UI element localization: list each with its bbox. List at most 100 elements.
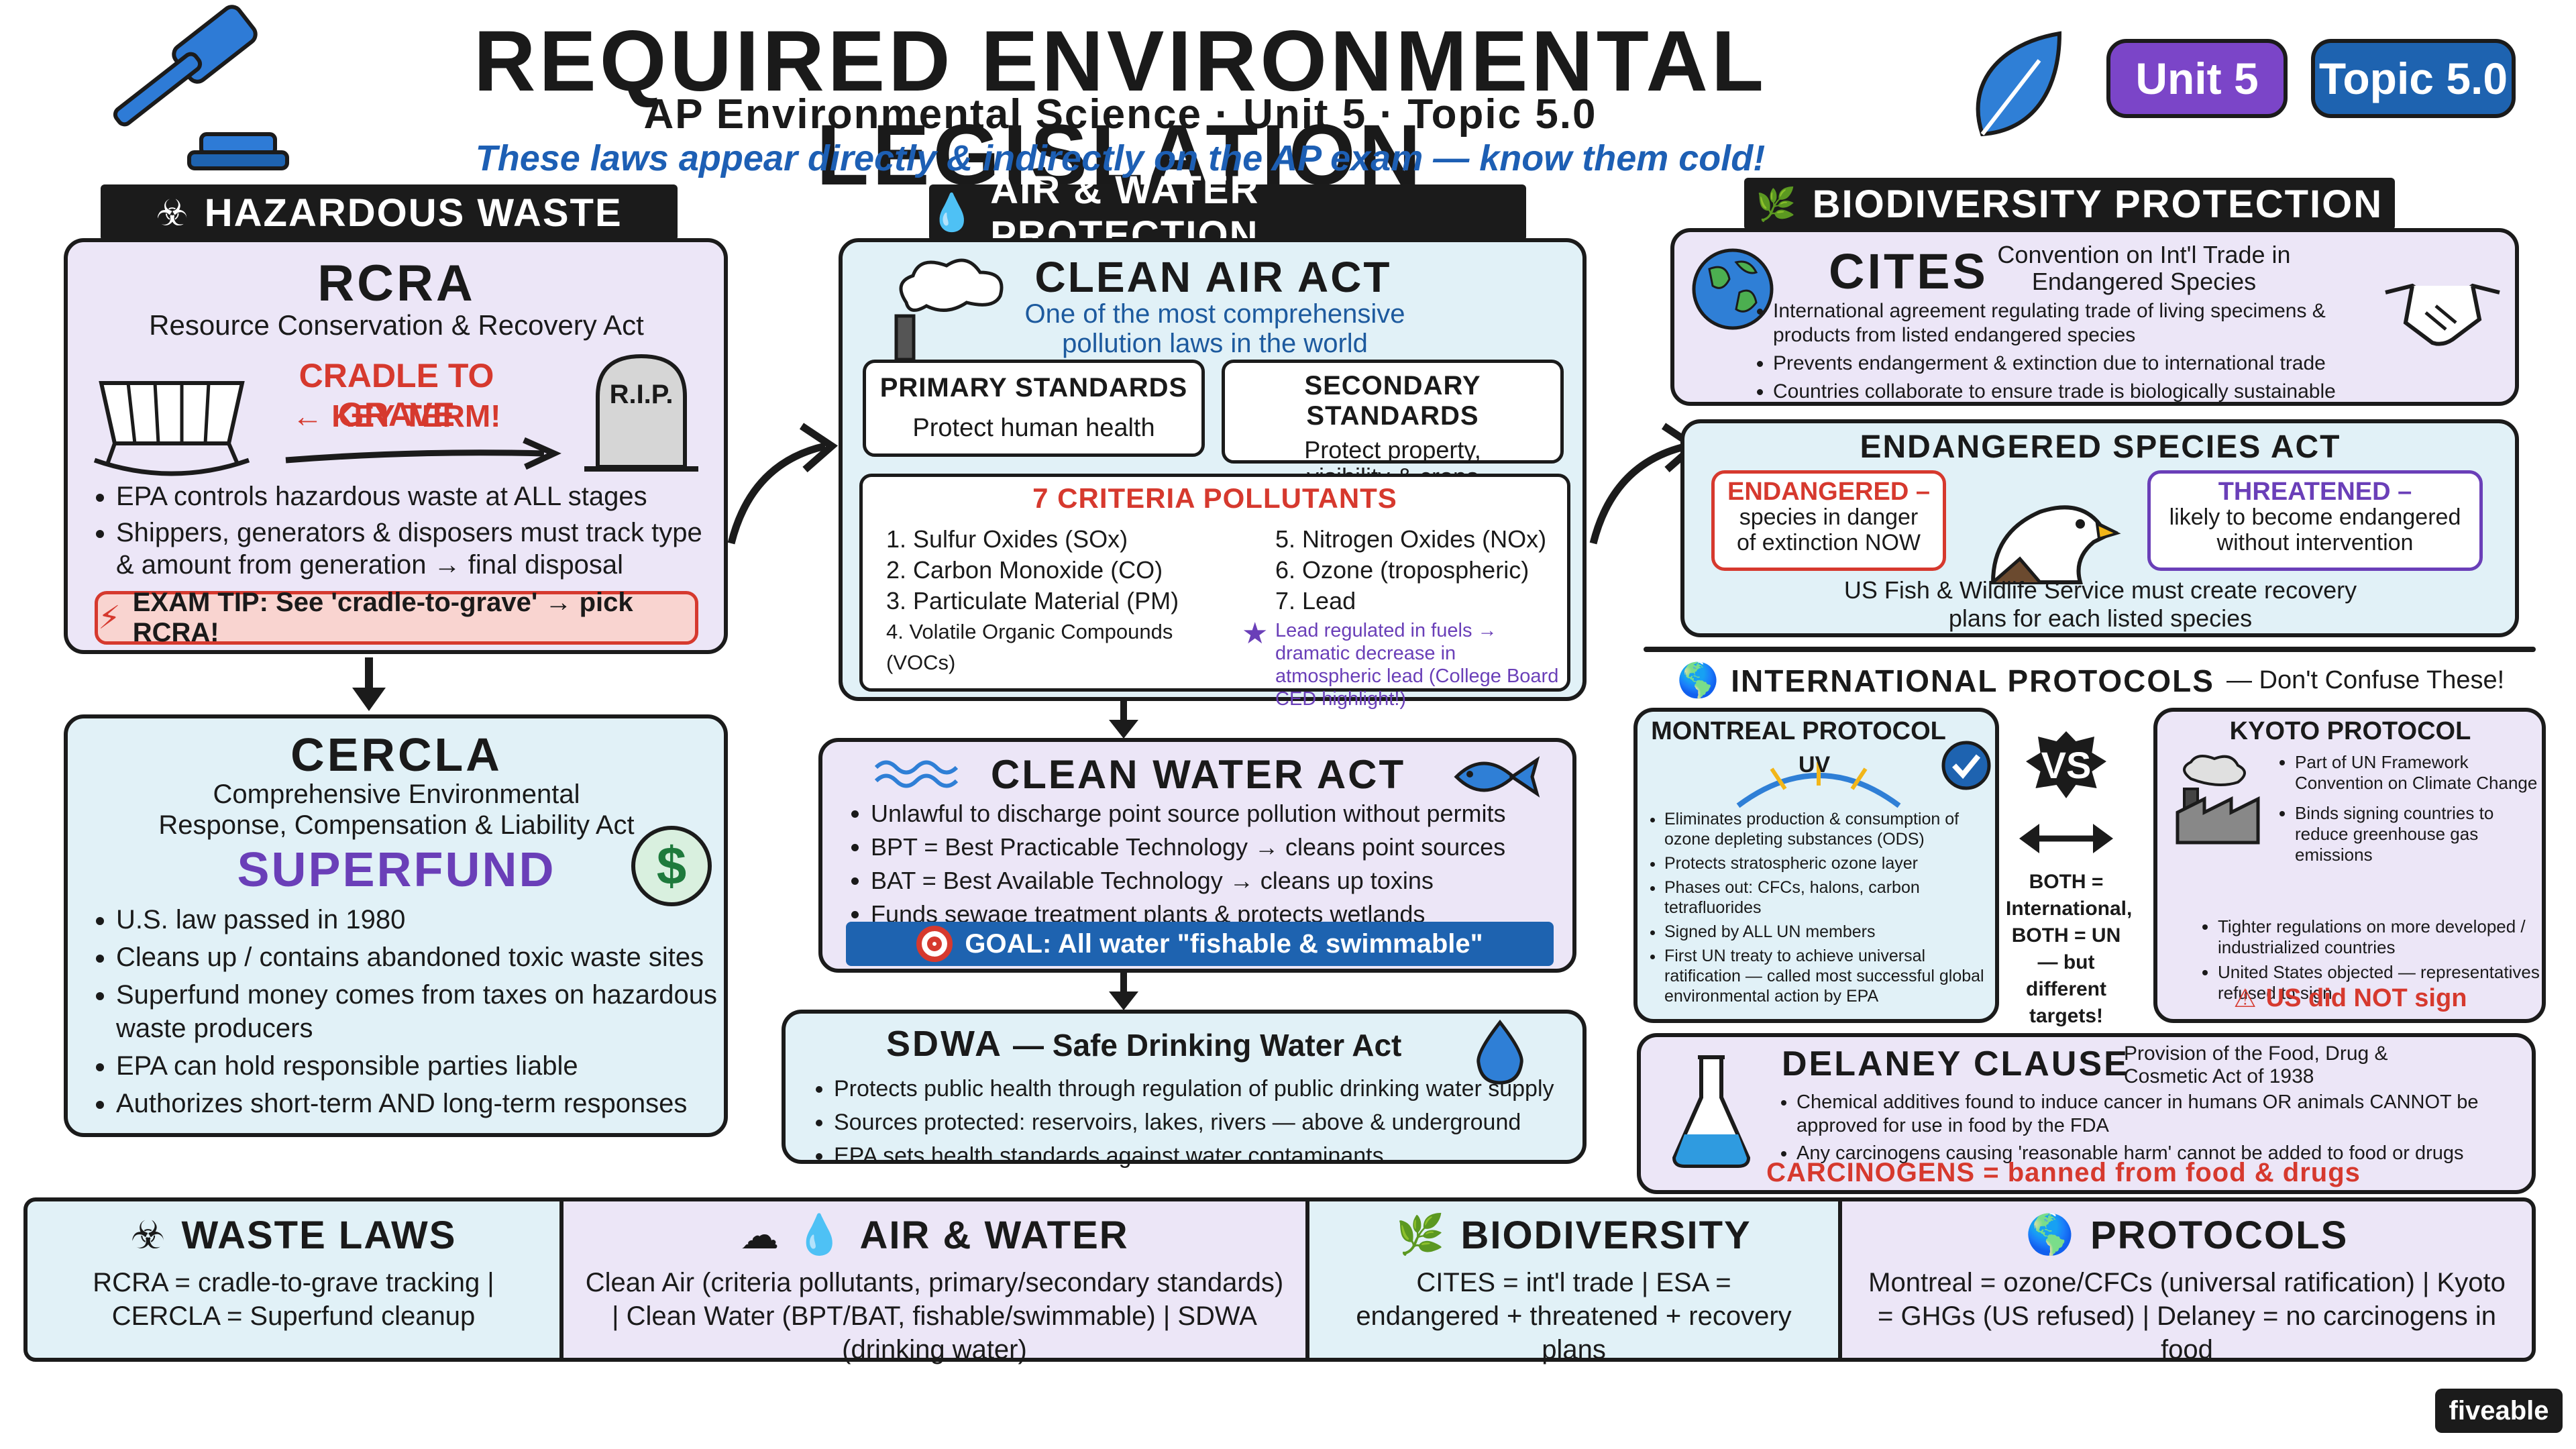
list-item: Signed by ALL UN members — [1664, 922, 1993, 942]
target-icon — [916, 926, 953, 962]
delaney-bullets: Chemical additives found to induce cance… — [1762, 1091, 2526, 1169]
list-item: BAT = Best Available Technology → cleans… — [871, 866, 1567, 896]
clean-air-act-desc: One of the most comprehensive pollution … — [1024, 299, 1405, 358]
list-item: U.S. law passed in 1980 — [116, 903, 718, 936]
down-arrow-icon — [1109, 973, 1138, 1010]
globe-icon: 🌎 — [1677, 661, 1719, 699]
list-item: Prevents endangerment & extinction due t… — [1773, 352, 2436, 376]
primary-standards-box: PRIMARY STANDARDS Protect human health — [863, 360, 1205, 457]
kyoto-bullets-lower: Tighter regulations on more developed / … — [2198, 916, 2540, 1008]
pollutants-left: 1. Sulfur Oxides (SOx) 2. Carbon Monoxid… — [886, 524, 1235, 678]
clean-water-act-card: CLEAN WATER ACT Unlawful to discharge po… — [818, 738, 1576, 973]
biodiversity-header: 🌿 BIODIVERSITY PROTECTION — [1744, 178, 2395, 230]
list-item: Protects public health through regulatio… — [834, 1074, 1577, 1104]
protocols-header-note: — Don't Confuse These! — [2226, 666, 2505, 694]
air-water-header: 💧 AIR & WATER PROTECTION — [929, 168, 1526, 257]
topic-badge: Topic 5.0 — [2311, 39, 2516, 118]
esa-title: ENDANGERED SPECIES ACT — [1860, 429, 2341, 465]
checkmark-icon — [1941, 741, 1991, 790]
down-arrow-icon — [352, 657, 386, 711]
delaney-title: DELANEY CLAUSE — [1782, 1044, 2129, 1083]
threatened-title: THREATENED – — [2218, 478, 2412, 506]
water-drop-icon: 💧 — [795, 1213, 845, 1256]
list-item: EPA can hold responsible parties liable — [116, 1049, 718, 1083]
cercla-title: CERCLA — [290, 729, 502, 781]
footer-waste-text: RCRA = cradle-to-grave tracking | CERCLA… — [93, 1268, 494, 1331]
waves-icon — [874, 760, 959, 788]
cites-bullets: International agreement regulating trade… — [1738, 299, 2436, 408]
delaney-card: DELANEY CLAUSE Provision of the Food, Dr… — [1637, 1033, 2536, 1194]
kyoto-bullets: Part of UN Framework Convention on Clima… — [2275, 752, 2540, 869]
biohazard-icon: ☣ — [156, 193, 190, 233]
cloud-icon: ☁ — [740, 1214, 781, 1257]
esa-card: ENDANGERED SPECIES ACT ENDANGERED – spec… — [1680, 419, 2519, 637]
kyoto-title: KYOTO PROTOCOL — [2229, 717, 2471, 745]
rcra-card: RCRA Resource Conservation & Recovery Ac… — [64, 238, 728, 654]
curved-arrow-icon — [727, 423, 839, 545]
vs-badge: VS — [2026, 731, 2106, 798]
footer-air-water: ☁ 💧 AIR & WATER Clean Air (criteria pollut… — [559, 1197, 1309, 1364]
biodiversity-header-label: BIODIVERSITY PROTECTION — [1812, 182, 2383, 226]
list-item: EPA sets health standards against water … — [834, 1141, 1577, 1171]
threatened-text: likely to become endangered without inte… — [2169, 504, 2461, 555]
montreal-bullets: Eliminates production & consumption of o… — [1638, 809, 1993, 1010]
footer-waste-laws: ☣WASTE LAWS RCRA = cradle-to-grave track… — [23, 1197, 564, 1362]
ozone-layer-icon — [1736, 762, 1901, 808]
kyoto-warning-text: US did NOT sign — [2265, 984, 2467, 1012]
list-item: Shippers, generators & disposers must tr… — [116, 517, 718, 581]
cercla-bullets: U.S. law passed in 1980 Cleans up / cont… — [81, 903, 718, 1124]
uv-label: UV — [1799, 752, 1831, 777]
footer-proto-text: Montreal = ozone/CFCs (universal ratific… — [1868, 1268, 2506, 1364]
criteria-pollutants-box: 7 CRITERIA POLLUTANTS 1. Sulfur Oxides (… — [859, 474, 1570, 710]
list-item: Sources protected: reservoirs, lakes, ri… — [834, 1108, 1577, 1137]
protocols-divider — [1644, 647, 2536, 652]
sdwa-heading: SDWA — Safe Drinking Water Act — [886, 1023, 1423, 1065]
footer-air-title: AIR & WATER — [859, 1213, 1129, 1257]
exam-tip-box: ⚡ EXAM TIP: See 'cradle-to-grave' → pick… — [95, 588, 698, 647]
list-item: United States objected — representatives… — [2218, 962, 2540, 1004]
list-item: 6. Ozone (tropospheric) — [1275, 556, 1529, 584]
list-item: International agreement regulating trade… — [1773, 299, 2436, 347]
exam-tip-text: EXAM TIP: See 'cradle-to-grave' → pick R… — [132, 588, 633, 647]
list-item: Tighter regulations on more developed / … — [2218, 916, 2540, 958]
double-arrow-icon — [2019, 824, 2113, 853]
list-item: 7. Lead — [1275, 587, 1356, 614]
footer-air-text: Clean Air (criteria pollutants, primary/… — [585, 1268, 1284, 1364]
warning-icon: ⚠ — [2233, 985, 2257, 1013]
secondary-standards-title: SECONDARY STANDARDS — [1304, 371, 1481, 431]
threatened-box: THREATENED – likely to become endangered… — [2147, 470, 2483, 571]
list-item: 3. Particulate Material (PM) — [886, 587, 1179, 614]
cites-full-name: Convention on Int'l Trade in Endangered … — [1997, 241, 2291, 295]
fish-icon — [1454, 756, 1540, 798]
rip-label: R.I.P. — [609, 380, 674, 409]
kyoto-warning: ⚠ US did NOT sign — [2157, 983, 2543, 1014]
list-item: Unlawful to discharge point source pollu… — [871, 799, 1567, 828]
leaf-icon: 🌿 — [1756, 186, 1798, 223]
star-icon: ★ — [1242, 617, 1269, 650]
rcra-bullets: EPA controls hazardous waste at ALL stag… — [81, 480, 718, 585]
criteria-pollutants-title: 7 CRITERIA POLLUTANTS — [1032, 482, 1397, 514]
list-item: Phases out: CFCs, halons, carbon tetrafl… — [1664, 877, 1993, 918]
delaney-summary: CARCINOGENS = banned from food & drugs — [1766, 1158, 2361, 1187]
factory-icon — [2176, 755, 2260, 845]
sdwa-card: SDWA — Safe Drinking Water Act Protects … — [782, 1010, 1587, 1169]
superfund-label: SUPERFUND — [237, 843, 556, 897]
sdwa-full-name: — Safe Drinking Water Act — [1013, 1028, 1402, 1063]
esa-note: US Fish & Wildlife Service must create r… — [1843, 576, 2357, 632]
dollar-icon: $ — [631, 826, 712, 906]
cites-title: CITES — [1829, 244, 1988, 299]
key-term-label: ← KEY TERM! — [292, 398, 501, 433]
cercla-card: CERCLA Comprehensive Environmental Respo… — [64, 714, 728, 1137]
both-note: BOTH = International, BOTH = UN — but di… — [2006, 871, 2133, 1027]
list-item: EPA controls hazardous waste at ALL stag… — [116, 480, 718, 513]
list-item: 1. Sulfur Oxides (SOx) — [886, 525, 1128, 553]
goal-text: GOAL: All water "fishable & swimmable" — [965, 928, 1483, 959]
endangered-title: ENDANGERED – — [1727, 478, 1930, 506]
footer-biodiversity: 🌿BIODIVERSITY CITES = int'l trade | ESA … — [1305, 1197, 1842, 1364]
sdwa-title: SDWA — [886, 1024, 1003, 1064]
smokestack-icon — [894, 258, 1004, 362]
list-item: Superfund money comes from taxes on haza… — [116, 978, 718, 1045]
footer-waste-title: WASTE LAWS — [181, 1213, 457, 1257]
list-item: Cleans up / contains abandoned toxic was… — [116, 941, 718, 974]
footer-bio-title: BIODIVERSITY — [1460, 1213, 1752, 1257]
